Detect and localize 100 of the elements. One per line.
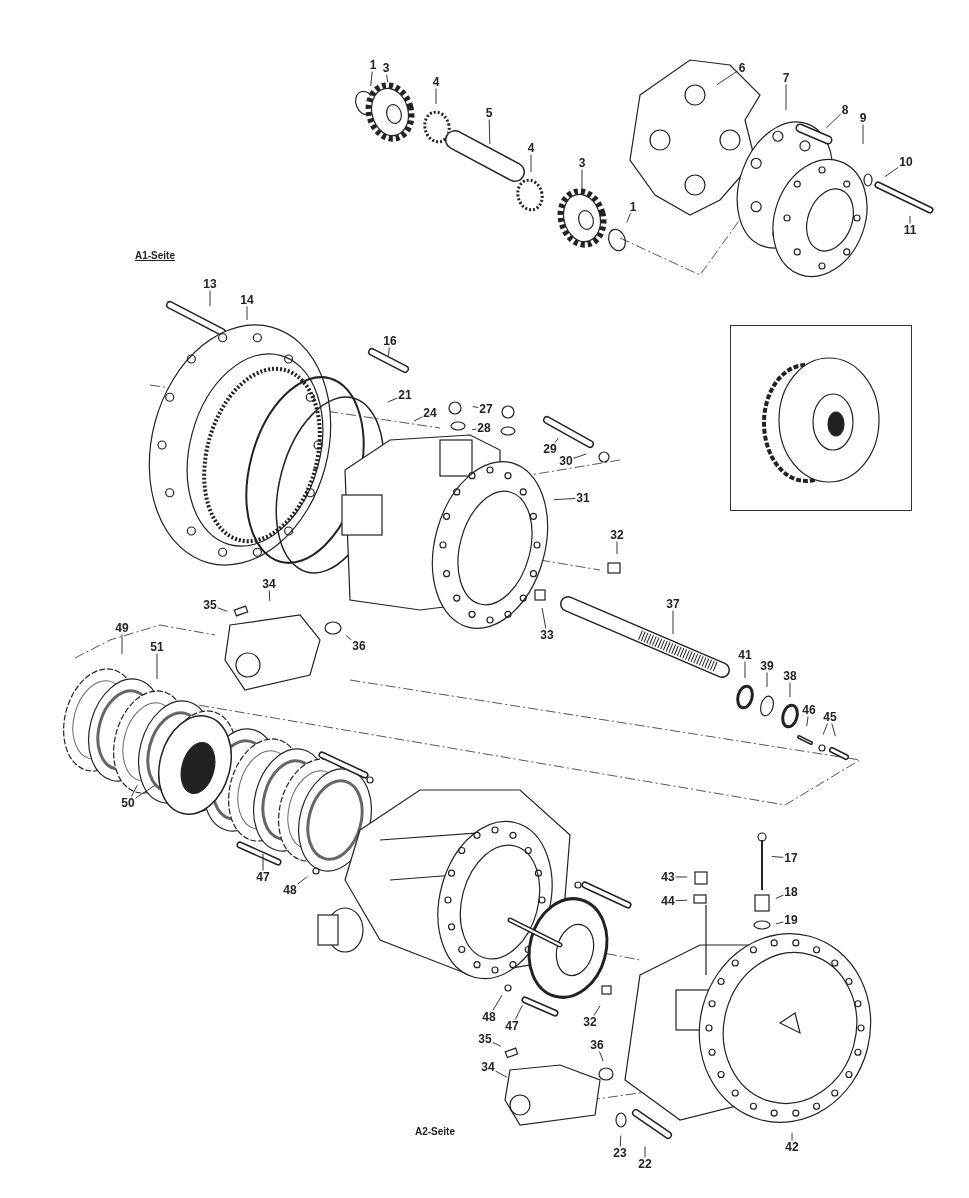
leader-line (616, 541, 618, 555)
leader-line (530, 154, 532, 173)
leader-line (435, 88, 437, 105)
callout-number: 47 (504, 1019, 520, 1033)
callout-number: 10 (898, 155, 914, 169)
callout-number: 37 (665, 597, 681, 611)
callout-number: 48 (282, 883, 298, 897)
callout-number: 19 (783, 913, 799, 927)
leader-line (785, 84, 787, 111)
leader-line (862, 124, 864, 145)
leader-line (553, 498, 576, 501)
callout-number: 44 (660, 894, 676, 908)
callout-number: 9 (858, 111, 868, 125)
callout-number: 6 (737, 61, 747, 75)
leader-line (246, 306, 248, 321)
callout-number: 36 (589, 1038, 605, 1052)
callout-number: 34 (480, 1060, 496, 1074)
callout-number: 30 (558, 454, 574, 468)
callout-number: 43 (660, 870, 676, 884)
callout-number: 18 (783, 885, 799, 899)
callout-number: 31 (575, 491, 591, 505)
callout-number: 36 (351, 639, 367, 653)
callout-number: 13 (202, 277, 218, 291)
leader-line (884, 166, 899, 178)
leader-line (831, 723, 836, 737)
leader-line (822, 723, 828, 735)
callout-number: 8 (840, 103, 850, 117)
side-label: A1-Seite (135, 250, 175, 261)
callout-number: 38 (782, 669, 798, 683)
callout-number: 21 (397, 388, 413, 402)
leader-line (791, 1132, 793, 1141)
leader-line (573, 453, 587, 459)
leader-line (626, 213, 631, 223)
leader-line (675, 899, 688, 902)
leader-line (488, 119, 491, 145)
leader-line (806, 716, 809, 727)
callout-number: 49 (114, 621, 130, 635)
leader-line (135, 784, 156, 799)
leader-line (909, 215, 911, 224)
leader-line (495, 1070, 508, 1078)
callout-number: 32 (609, 528, 625, 542)
leader-line (581, 169, 583, 190)
callout-number: 42 (784, 1140, 800, 1154)
leader-line (492, 994, 503, 1011)
leader-line (771, 856, 784, 858)
callout-number: 14 (239, 293, 255, 307)
callout-number: 24 (422, 406, 438, 420)
callout-number: 4 (431, 75, 441, 89)
callout-number: 11 (902, 223, 918, 237)
leader-line (209, 290, 211, 307)
leader-line (472, 406, 479, 408)
leader-line (825, 113, 842, 129)
leader-line (130, 784, 138, 797)
leader-line (789, 682, 791, 698)
leader-line (716, 70, 739, 86)
leader-line (599, 1051, 604, 1062)
callout-number: 51 (149, 640, 165, 654)
callout-number: 41 (737, 648, 753, 662)
callout-number: 5 (484, 106, 494, 120)
leader-line (471, 428, 477, 431)
callout-number: 35 (202, 598, 218, 612)
leader-line (413, 416, 423, 422)
callout-number: 7 (781, 71, 791, 85)
leader-line (387, 397, 398, 403)
leader-line (388, 347, 390, 357)
leader-line (386, 74, 388, 83)
callout-number: 34 (261, 577, 277, 591)
callout-number: 1 (628, 200, 638, 214)
callout-number: 27 (478, 402, 494, 416)
callout-number: 45 (822, 710, 838, 724)
callout-number: 29 (542, 442, 558, 456)
leader-line (775, 921, 784, 925)
callout-number: 22 (637, 1157, 653, 1171)
callout-number: 33 (539, 628, 555, 642)
callout-number: 1 (368, 58, 378, 72)
leader-line (644, 1146, 646, 1158)
leader-line (297, 876, 308, 885)
leader-line (744, 661, 746, 679)
leader-line (262, 853, 264, 871)
callout-number: 3 (381, 61, 391, 75)
leader-line (121, 634, 123, 655)
leader-line (492, 1042, 502, 1047)
callout-number: 50 (120, 796, 136, 810)
leader-line (766, 672, 768, 688)
callout-number: 16 (382, 334, 398, 348)
leader-line (217, 607, 228, 612)
leader-line (370, 71, 373, 87)
callout-number: 17 (783, 851, 799, 865)
side-label: A2-Seite (415, 1126, 455, 1137)
leader-line (619, 1135, 622, 1147)
callout-number: 46 (801, 703, 817, 717)
leader-line (672, 610, 674, 635)
leader-line (675, 876, 688, 878)
callout-number: 3 (577, 156, 587, 170)
leader-line (268, 590, 271, 602)
callout-number: 23 (612, 1146, 628, 1160)
callout-number: 48 (481, 1010, 497, 1024)
leader-line (593, 1005, 601, 1016)
leader-line (514, 1004, 523, 1020)
leader-line (345, 634, 352, 641)
